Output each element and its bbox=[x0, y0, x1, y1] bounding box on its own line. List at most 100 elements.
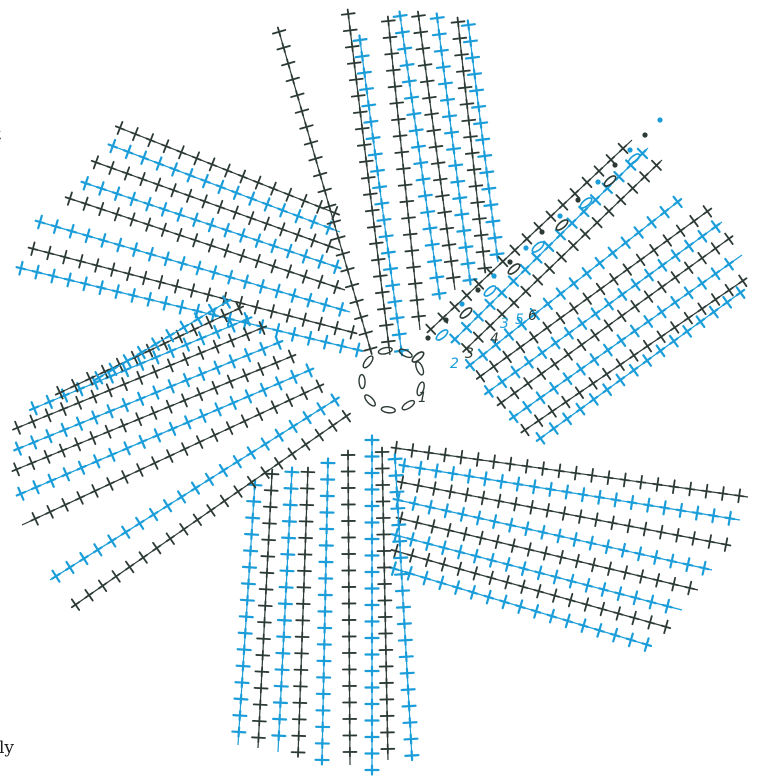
stitch-mark bbox=[603, 546, 612, 548]
stitch-mark bbox=[432, 470, 441, 471]
stitch-mark bbox=[402, 28, 403, 37]
stitch-mark bbox=[712, 246, 719, 251]
stitch-row bbox=[252, 470, 278, 748]
round-number: 4 bbox=[490, 331, 499, 347]
stitch-mark bbox=[370, 190, 371, 199]
stitch-mark bbox=[221, 498, 228, 503]
stitch-mark bbox=[413, 263, 414, 272]
stitch-mark bbox=[167, 536, 174, 541]
stitch-mark bbox=[549, 409, 556, 414]
stitch-mark bbox=[476, 86, 477, 95]
chain-stitch bbox=[435, 328, 450, 342]
slip-stitch bbox=[657, 117, 662, 122]
stitch-mark bbox=[401, 148, 402, 157]
stitch-mark bbox=[671, 325, 678, 330]
stitch-mark bbox=[124, 150, 132, 153]
stitch-row bbox=[55, 303, 243, 399]
stitch-mark bbox=[465, 243, 466, 252]
stitch-mark bbox=[278, 28, 280, 37]
stitch-mark bbox=[356, 75, 357, 84]
stitch-mark bbox=[479, 214, 480, 223]
stitch-mark bbox=[563, 620, 572, 623]
stitch-mark bbox=[400, 553, 401, 562]
stitch-mark bbox=[672, 275, 679, 280]
stitch-mark bbox=[395, 455, 396, 464]
stitch-mark bbox=[615, 593, 624, 595]
stitch-row bbox=[17, 262, 362, 356]
stitch-mark bbox=[390, 265, 391, 274]
stitch-mark bbox=[702, 491, 711, 492]
stitch-row bbox=[82, 177, 341, 273]
stitch-mark bbox=[535, 572, 544, 574]
stitch-mark bbox=[462, 494, 471, 496]
stitch-mark bbox=[579, 494, 588, 495]
stitch-mark bbox=[29, 248, 38, 250]
stitch-mark bbox=[604, 477, 613, 478]
stitch-mark bbox=[386, 321, 387, 330]
stitch-mark bbox=[416, 126, 417, 135]
stitch-mark bbox=[226, 276, 235, 279]
stitch-mark bbox=[284, 314, 293, 316]
stitch-mark bbox=[407, 554, 416, 556]
stitch-mark bbox=[700, 567, 709, 569]
stitch-mark bbox=[468, 116, 469, 125]
stitch-mark bbox=[360, 313, 362, 322]
stitch-mark bbox=[474, 70, 475, 79]
stitch-mark bbox=[368, 101, 369, 110]
stitch-mark bbox=[551, 576, 560, 578]
stitch-mark bbox=[408, 450, 417, 451]
stitch-mark bbox=[45, 252, 54, 254]
stitch-mark bbox=[383, 215, 384, 224]
stitch-mark bbox=[525, 548, 534, 550]
stitch-mark bbox=[249, 563, 250, 572]
stitch-mark bbox=[645, 294, 652, 299]
stitch-mark bbox=[514, 483, 523, 484]
stitch-mark bbox=[411, 246, 412, 255]
stitch-mark bbox=[599, 588, 608, 590]
stitch-mark bbox=[557, 315, 564, 320]
stitch-mark bbox=[296, 91, 298, 100]
stitch-mark bbox=[115, 244, 124, 247]
stitch-row bbox=[66, 192, 345, 293]
stitch-mark bbox=[481, 231, 482, 240]
stitch-mark bbox=[605, 323, 612, 328]
stitch-mark bbox=[449, 112, 450, 121]
stitch-mark bbox=[429, 93, 430, 102]
stitch-mark bbox=[614, 612, 623, 614]
stitch-mark bbox=[404, 44, 405, 53]
stitch-mark bbox=[287, 59, 289, 68]
stitch-mark bbox=[251, 530, 252, 539]
stitch-mark bbox=[398, 504, 399, 513]
stitch-row bbox=[342, 451, 357, 765]
stitch-mark bbox=[624, 267, 631, 272]
stitch-row bbox=[272, 468, 298, 752]
chain-stitch bbox=[361, 355, 374, 370]
stitch-mark bbox=[477, 198, 478, 207]
stitch-mark bbox=[546, 489, 555, 490]
stitch-mark bbox=[532, 610, 541, 613]
stitch-mark bbox=[565, 352, 572, 357]
stitch-mark bbox=[364, 329, 366, 338]
stitch-mark bbox=[598, 608, 607, 610]
stitch-mark bbox=[140, 555, 147, 560]
stitch-mark bbox=[239, 727, 240, 736]
stitch-mark bbox=[405, 181, 406, 190]
stitch-mark bbox=[244, 645, 245, 654]
stitch-mark bbox=[278, 209, 286, 212]
stitch-row bbox=[292, 468, 315, 757]
stitch-mark bbox=[382, 288, 383, 297]
stitch-mark bbox=[470, 37, 471, 46]
stitch-mark bbox=[506, 524, 515, 526]
stitch-mark bbox=[562, 491, 571, 492]
stitch-mark bbox=[372, 134, 373, 143]
stitch-mark bbox=[282, 43, 284, 52]
stitch-mark bbox=[305, 299, 314, 302]
stitch-mark bbox=[441, 46, 442, 55]
stitch-mark bbox=[178, 262, 187, 265]
stitch-mark bbox=[207, 224, 216, 227]
stitch-mark bbox=[650, 248, 657, 253]
stitch-row bbox=[537, 287, 745, 443]
stitch-mark bbox=[128, 197, 137, 200]
stitch-mark bbox=[461, 50, 462, 59]
stitch-mark bbox=[323, 186, 325, 195]
